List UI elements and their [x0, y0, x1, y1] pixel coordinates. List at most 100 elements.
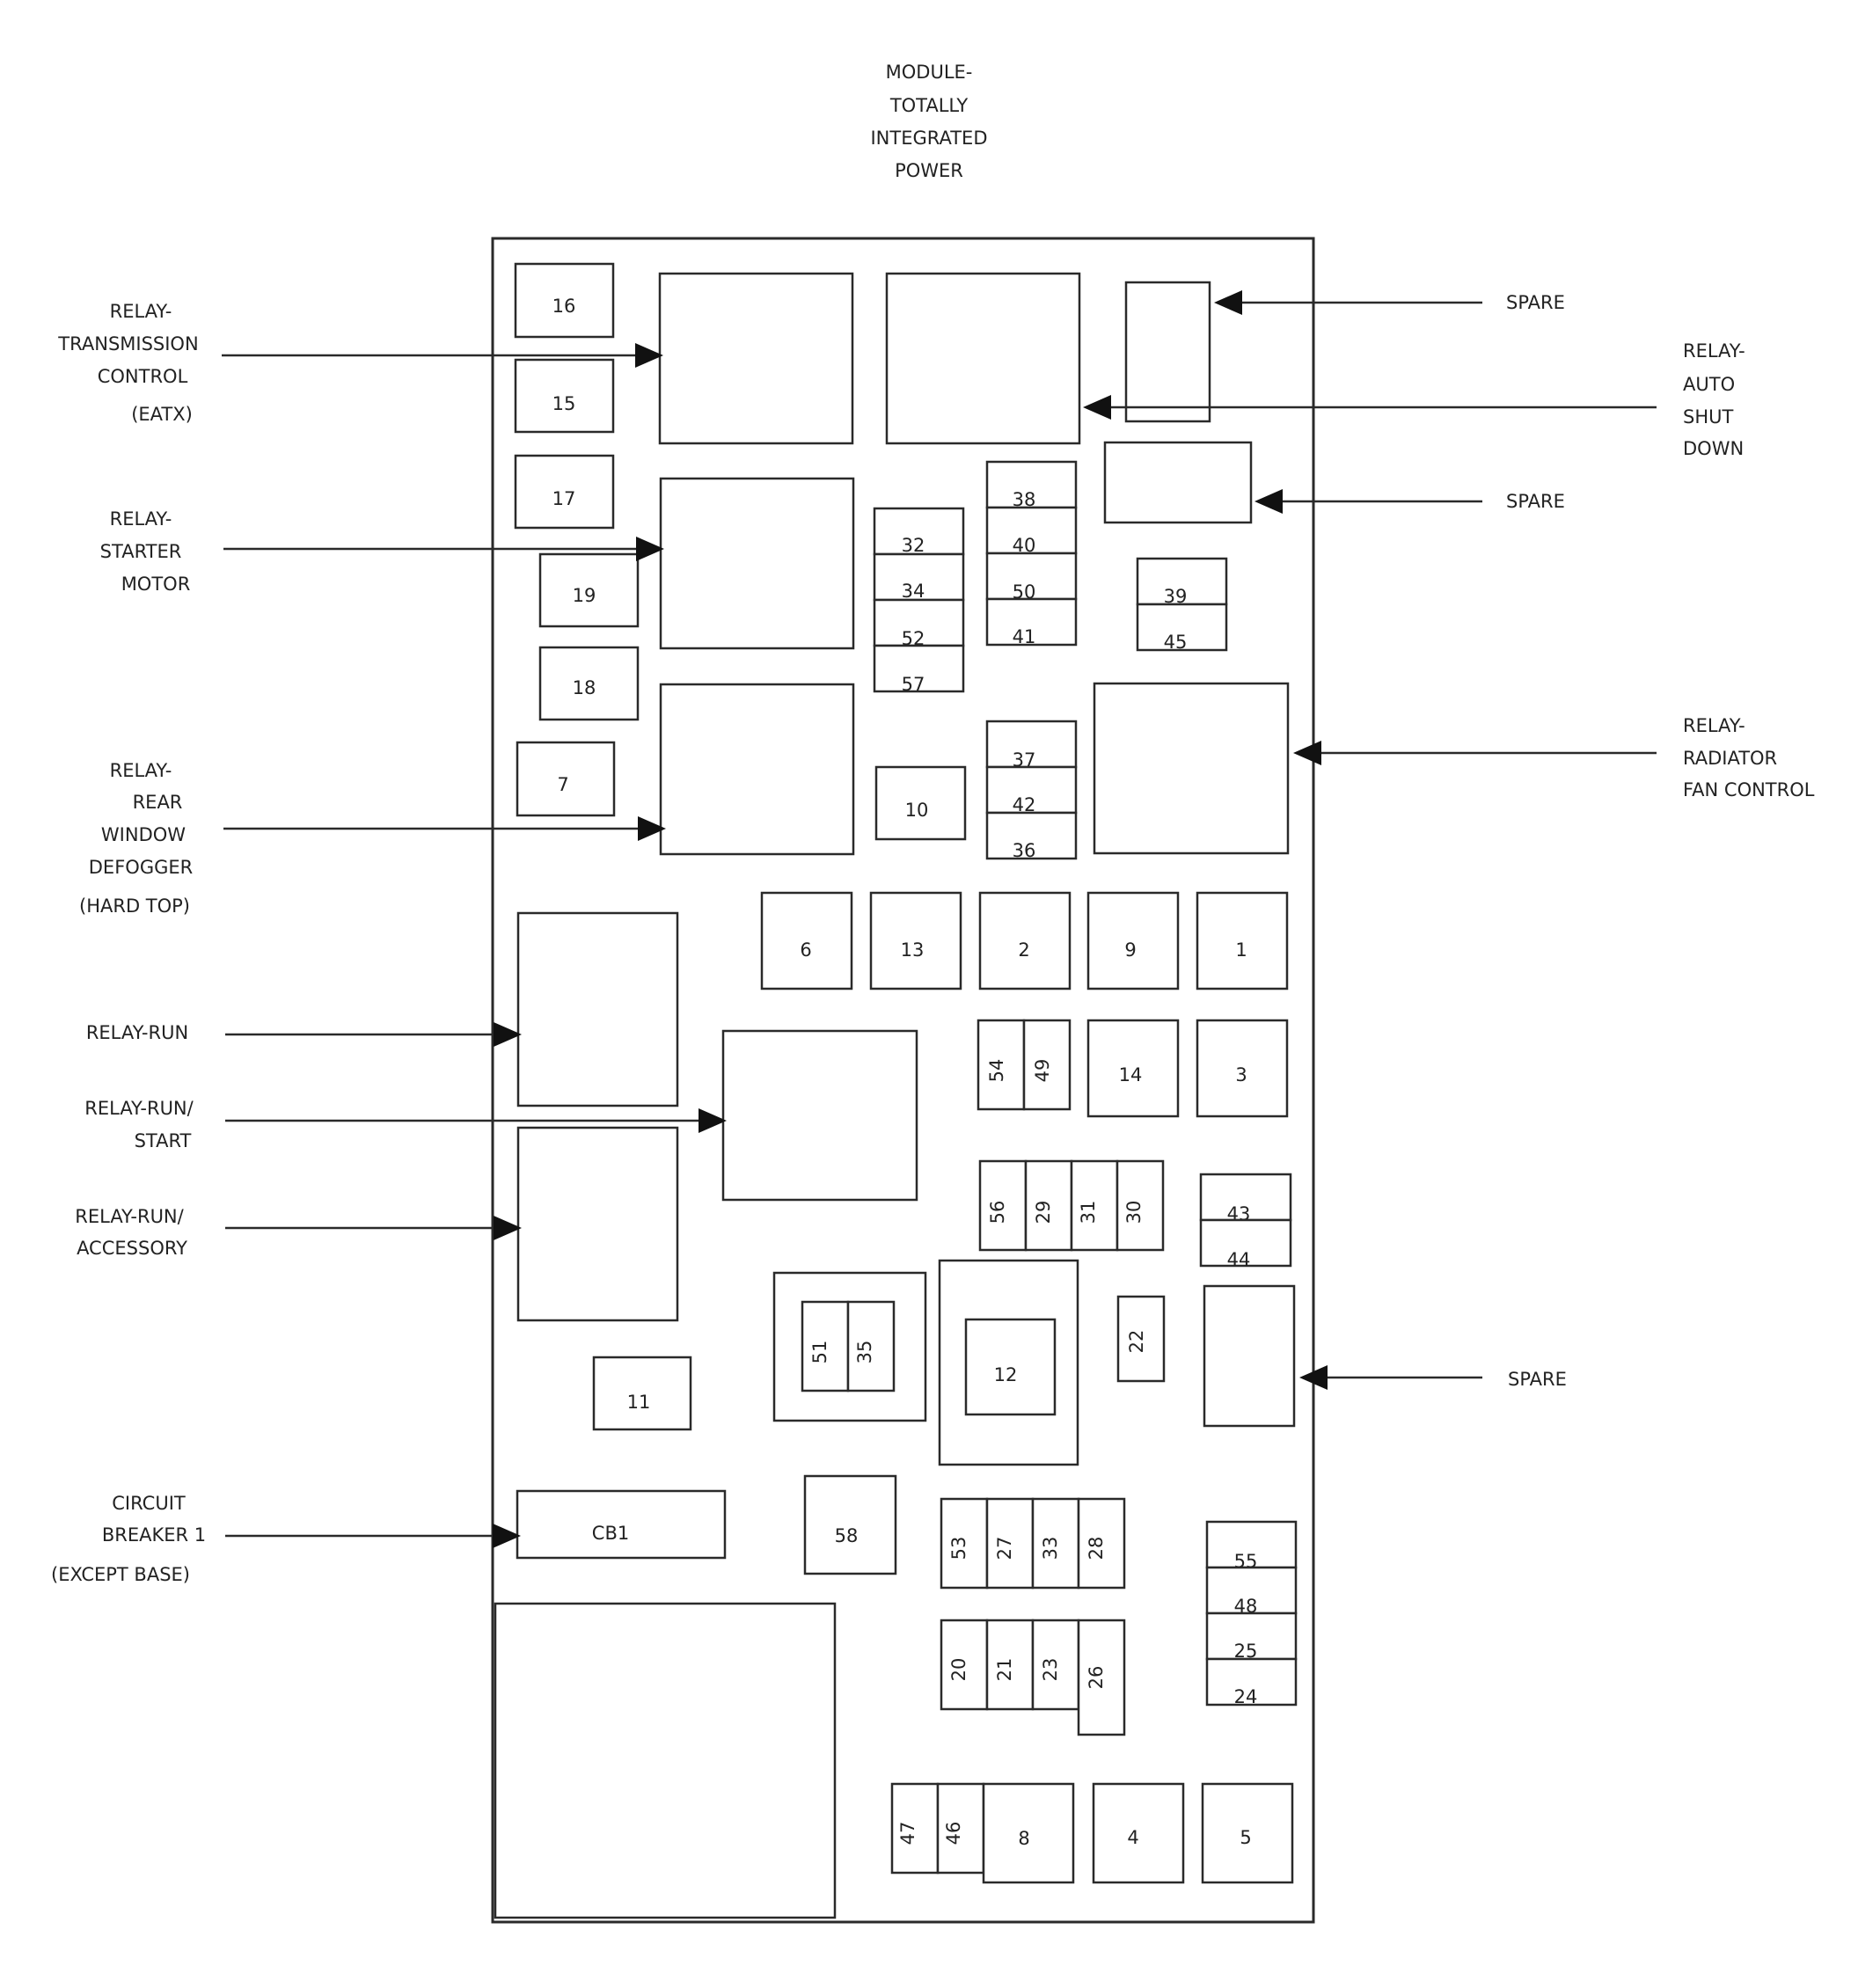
fuse-10: [874, 765, 967, 841]
fuse-44: [1199, 1218, 1292, 1268]
callout-text: START: [135, 1130, 192, 1151]
fuse-26: [1077, 1619, 1126, 1736]
fuse-label: 28: [1086, 1537, 1107, 1560]
callout-text: RELAY-RUN/: [75, 1206, 184, 1227]
fuse-13: [869, 891, 962, 990]
arrowhead-icon: [638, 816, 666, 841]
fuse-46: [936, 1782, 985, 1875]
callout-text: SPARE: [1508, 1369, 1567, 1390]
callout-relay-run-accessory: RELAY-RUN/ ACCESSORY: [75, 1206, 522, 1259]
fuse-6: [760, 891, 853, 990]
fuse-label: 21: [994, 1658, 1015, 1682]
fuse-label: 53: [948, 1537, 969, 1560]
relay-radiator-fan-box: [1093, 682, 1290, 855]
fuse-36: [985, 811, 1078, 860]
callout-text: SPARE: [1506, 292, 1565, 313]
callout-spare-mid: SPARE: [1255, 489, 1565, 514]
fuse-label: 11: [627, 1392, 651, 1413]
title-line-2: TOTALLY: [889, 95, 969, 116]
callout-text: RELAY-: [110, 760, 172, 781]
arrowhead-icon: [636, 537, 664, 561]
fuse-label: 15: [552, 393, 576, 414]
fuse-label: 29: [1033, 1201, 1054, 1224]
callout-text: RADIATOR: [1683, 748, 1777, 769]
fuse-label: 9: [1124, 939, 1136, 961]
fuse-label: 19: [573, 585, 596, 606]
fuse-label: 3: [1235, 1064, 1247, 1085]
callout-text: RELAY-: [110, 508, 172, 530]
fuse-53: [940, 1497, 989, 1590]
callout-text: RELAY-: [1683, 340, 1745, 362]
fuse-56: [978, 1159, 1028, 1252]
fuse-50: [985, 552, 1078, 601]
callout-text: (EXCEPT BASE): [51, 1564, 190, 1585]
fuse-label: 32: [902, 535, 925, 556]
fuse-label: 16: [552, 296, 576, 317]
fuse-34: [873, 552, 965, 602]
fuse-label: 20: [948, 1658, 969, 1682]
callout-relay-radiator-fan: RELAY- RADIATOR FAN CONTROL: [1293, 715, 1815, 800]
fuse-label: 17: [552, 488, 576, 509]
relay-run-box: [516, 911, 679, 1107]
callout-text: TRANSMISSION: [57, 333, 198, 354]
fuse-8: [982, 1782, 1075, 1884]
fuse-15: [514, 358, 615, 434]
fuse-label: 27: [994, 1537, 1015, 1560]
callout-text: BREAKER 1: [102, 1524, 206, 1546]
fuse-label: 41: [1013, 626, 1036, 647]
fuse-35: [846, 1300, 896, 1392]
fuse-12: [964, 1318, 1057, 1416]
fuse-57: [873, 644, 965, 693]
fuse-label: 8: [1018, 1828, 1029, 1849]
fuse-54: [977, 1019, 1026, 1111]
fuse-label: 54: [986, 1059, 1007, 1083]
callout-relay-starter: RELAY- STARTER MOTOR: [100, 508, 664, 595]
fuse-label: 51: [809, 1341, 830, 1364]
relay-transmission-box: [658, 272, 854, 445]
fuse-58: [803, 1474, 897, 1575]
fuse-label: 33: [1040, 1537, 1061, 1560]
callout-text: MOTOR: [121, 574, 191, 595]
fuse-label: 24: [1234, 1686, 1258, 1707]
title-line-3: INTEGRATED: [870, 128, 987, 149]
callout-text: CONTROL: [98, 366, 188, 387]
arrowhead-icon: [1255, 489, 1283, 514]
fuse-14: [1086, 1019, 1180, 1118]
fuse-label: 10: [905, 800, 929, 821]
fuse-label: 12: [994, 1364, 1018, 1385]
callout-text: (EATX): [131, 404, 193, 425]
callout-text: WINDOW: [101, 824, 186, 845]
fuse-label: 13: [901, 939, 925, 961]
callout-text: ACCESSORY: [77, 1238, 187, 1259]
fuse-27: [985, 1497, 1035, 1590]
spare-relay-top-box: [1124, 281, 1211, 423]
callout-spare-bottom: SPARE: [1299, 1365, 1567, 1390]
arrowhead-icon: [635, 343, 663, 368]
fuse-label: 14: [1119, 1064, 1143, 1085]
lower-left-block: [494, 1602, 837, 1919]
fuse-label: 36: [1013, 840, 1036, 861]
callout-text: STARTER: [100, 541, 182, 562]
callout-relay-transmission: RELAY- TRANSMISSION CONTROL (EATX): [57, 301, 663, 425]
fuse-32: [873, 507, 965, 556]
fuse-24: [1205, 1657, 1298, 1707]
fuse-label: 26: [1086, 1666, 1107, 1690]
fuse-23: [1031, 1619, 1080, 1711]
fuse-29: [1024, 1159, 1073, 1252]
callout-relay-run-start: RELAY-RUN/ START: [84, 1098, 727, 1151]
fuse-28: [1077, 1497, 1126, 1590]
callout-relay-auto-shut-down: RELAY- AUTO SHUT DOWN: [1083, 340, 1745, 459]
fuse-20: [940, 1619, 989, 1711]
title-line-1: MODULE-: [886, 62, 973, 83]
fuse-31: [1070, 1159, 1119, 1252]
callout-relay-run: RELAY-RUN: [86, 1022, 522, 1047]
fuse-5: [1201, 1782, 1294, 1884]
callout-text: (HARD TOP): [79, 895, 190, 917]
callout-spare-top: SPARE: [1214, 290, 1565, 315]
fuse-label: 34: [902, 581, 925, 602]
relay-rear-window-box: [659, 683, 855, 856]
callout-text: RELAY-RUN: [86, 1022, 188, 1043]
fuse-label: 1: [1235, 939, 1247, 961]
fuse-label: 5: [1240, 1827, 1251, 1848]
fuse-11: [592, 1356, 692, 1431]
